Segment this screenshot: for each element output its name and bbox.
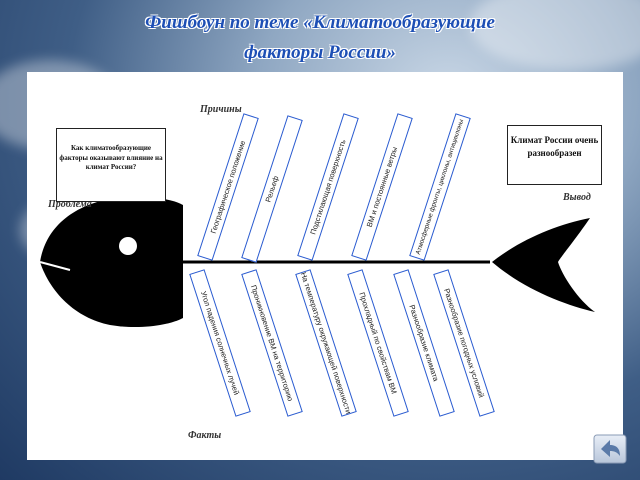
- causes-header: Причины: [200, 104, 242, 115]
- back-arrow-icon[interactable]: [593, 434, 627, 464]
- output-header: Вывод: [563, 192, 591, 203]
- fish-eye: [119, 237, 137, 255]
- fish-tail: [492, 218, 595, 312]
- slide-title-line1: Фишбоун по теме «Климатообразующие: [145, 12, 495, 33]
- slide-title-line2: факторы России»: [244, 42, 396, 63]
- problem-box: Как климатообразующие факторы оказывают …: [56, 128, 166, 202]
- output-box: Климат России очень разнообразен: [507, 125, 602, 185]
- fish-head: [40, 196, 183, 328]
- problem-header: Проблема: [48, 199, 92, 210]
- facts-header: Факты: [188, 430, 222, 441]
